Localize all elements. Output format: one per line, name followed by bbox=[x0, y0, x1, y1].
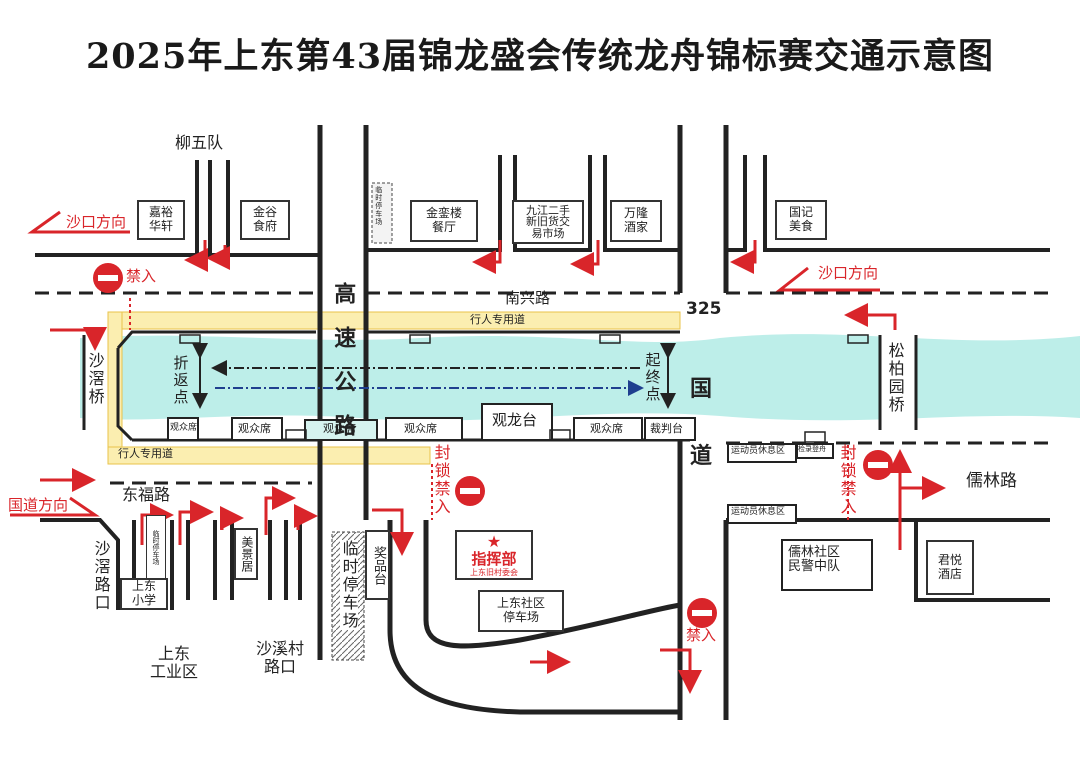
hq-sub-label: 上东旧村委会 bbox=[470, 568, 518, 578]
walkway-bottom-label: 行人专用道 bbox=[118, 447, 173, 460]
river bbox=[80, 334, 1080, 421]
walkway-top-label: 行人专用道 bbox=[470, 313, 525, 326]
road-guodao-2: 道 bbox=[690, 444, 713, 469]
walkway-left bbox=[107, 311, 123, 465]
athlete-rest-1: 运动员休息区 bbox=[731, 446, 786, 456]
map-title: 2025年上东第43届锦龙盛会传统龙舟锦标赛交通示意图 bbox=[85, 36, 995, 77]
temp-parking-big: 临时停车场 bbox=[339, 540, 359, 630]
start-finish-label: 起终点 bbox=[643, 352, 662, 403]
place-guoji: 国记 美食 bbox=[775, 200, 827, 240]
road-shaxi-junction: 沙溪村路口 bbox=[255, 639, 304, 676]
star-icon: ★ bbox=[486, 531, 502, 551]
road-highway: 高速公路 bbox=[330, 282, 356, 458]
closure-label-1: 封锁禁入 bbox=[431, 444, 451, 516]
place-jiayu: 嘉裕 华轩 bbox=[137, 200, 185, 240]
place-jiujiang: 九江二手 新旧货交 易市场 bbox=[512, 200, 584, 244]
place-industrial: 上东 工业区 bbox=[150, 644, 199, 681]
checkin-label: 检录登舟 bbox=[798, 445, 826, 453]
temp-parking-left: 临时停车场 bbox=[146, 515, 166, 580]
road-rulin: 儒林路 bbox=[966, 471, 1017, 491]
no-entry-icon bbox=[687, 598, 717, 628]
walkway-bottom bbox=[107, 446, 431, 465]
no-entry-icon bbox=[863, 450, 893, 480]
walkway-top bbox=[107, 311, 681, 330]
bridge-songbaiyuan bbox=[880, 330, 916, 442]
no-entry-icon bbox=[93, 263, 123, 293]
direction-shakou-left: 沙口方向 bbox=[66, 213, 127, 231]
hq-label: 指挥部 bbox=[471, 549, 517, 568]
no-entry-icon bbox=[455, 476, 485, 506]
guodao-road bbox=[677, 125, 729, 720]
place-police: 儒林社区 民警中队 bbox=[788, 545, 841, 575]
place-junyue: 君悦 酒店 bbox=[926, 540, 974, 595]
place-jinluan: 金銮楼 餐厅 bbox=[410, 200, 478, 242]
direction-shakou-right: 沙口方向 bbox=[818, 264, 879, 282]
place-school: 上东 小学 bbox=[120, 578, 168, 610]
highway-road bbox=[317, 125, 369, 660]
direction-guodao: 国道方向 bbox=[8, 496, 69, 514]
seat-label: 观众席 bbox=[404, 422, 437, 435]
place-liuwudui: 柳五队 bbox=[175, 133, 224, 152]
closure-label-2: 封锁禁入 bbox=[837, 444, 857, 516]
temp-parking-top-label: 临时停车场 bbox=[374, 186, 383, 226]
seat-label: 观众席 bbox=[170, 423, 198, 433]
seat-label: 观众席 bbox=[238, 422, 271, 435]
road-nanxing: 南兴路 bbox=[505, 289, 551, 307]
bridge-shajiao-label: 沙滘桥 bbox=[85, 352, 105, 406]
place-jingu: 金谷 食府 bbox=[240, 200, 290, 240]
referee-label: 裁判台 bbox=[650, 422, 683, 435]
turn-point-label: 折返点 bbox=[171, 355, 190, 406]
guanlongtai-label: 观龙台 bbox=[492, 411, 538, 429]
road-325: 325 bbox=[686, 299, 722, 319]
no-entry-label-2: 禁入 bbox=[686, 626, 717, 644]
road-shajiao-junction: 沙滘路口 bbox=[91, 540, 111, 612]
no-entry-label-1: 禁入 bbox=[126, 267, 157, 285]
place-prize: 奖品台 bbox=[365, 530, 390, 600]
place-wanlong: 万隆 酒家 bbox=[610, 200, 662, 242]
place-meijing: 美景居 bbox=[234, 528, 258, 580]
bridge-songbaiyuan-label: 松柏园桥 bbox=[885, 342, 905, 414]
community-parking: 上东社区 停车场 bbox=[478, 590, 564, 632]
headquarters: ★ 指挥部 上东旧村委会 bbox=[455, 530, 533, 580]
road-dongfu: 东福路 bbox=[122, 485, 171, 504]
road-guodao-1: 国 bbox=[690, 377, 713, 402]
seat-label: 观众席 bbox=[590, 422, 623, 435]
seat-label: 观众席 bbox=[323, 422, 356, 435]
athlete-rest-2: 运动员休息区 bbox=[731, 507, 786, 517]
